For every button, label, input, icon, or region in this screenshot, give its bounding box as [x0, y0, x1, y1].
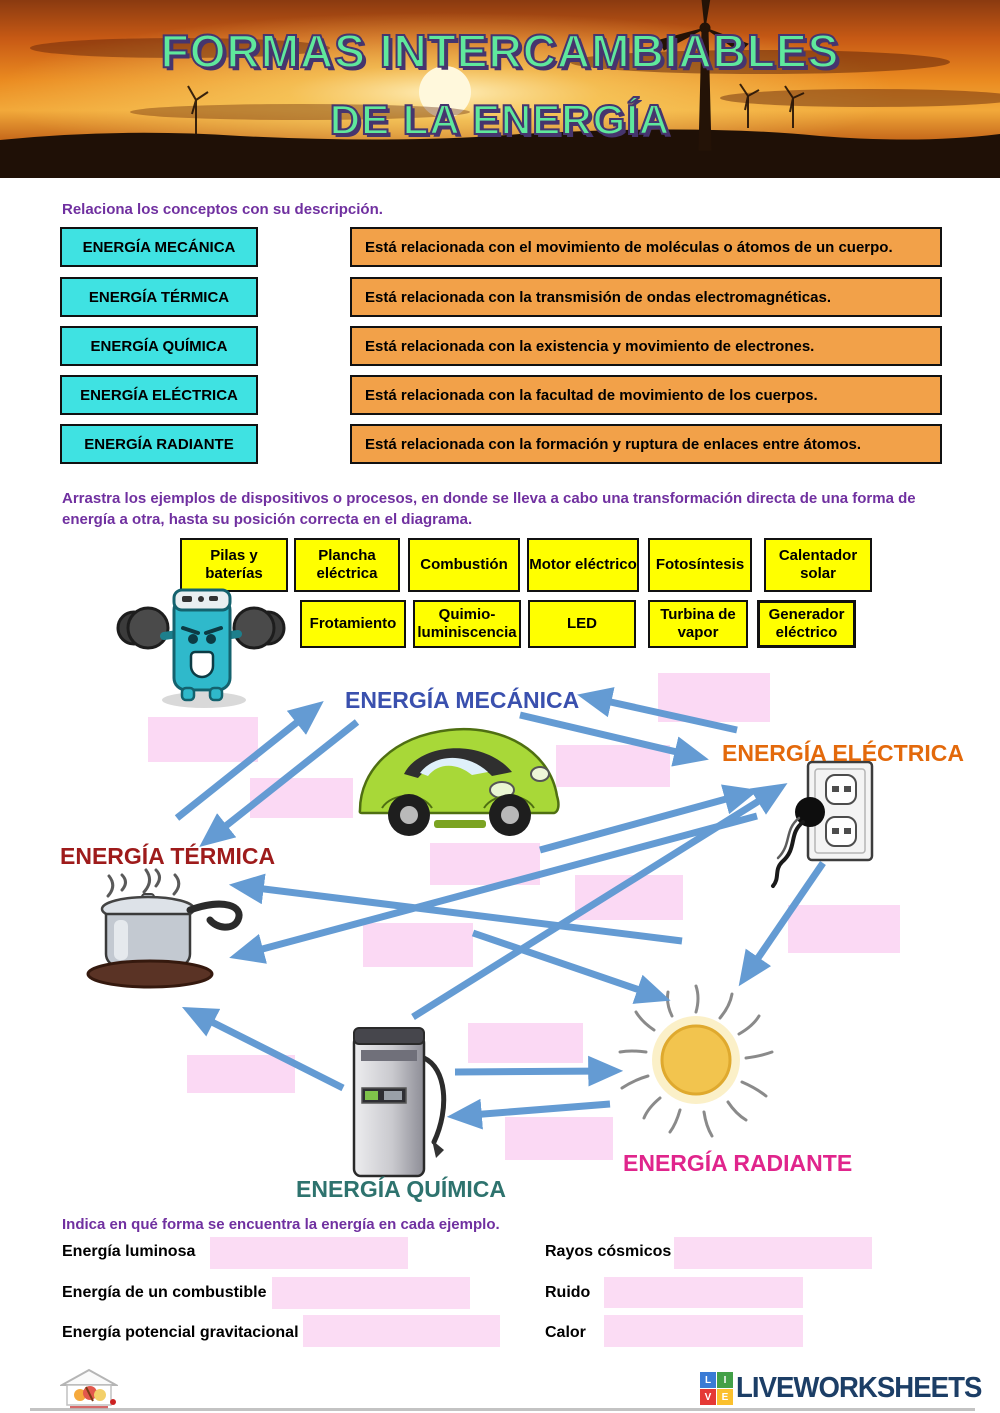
- fill-label-calor: Calor: [545, 1324, 586, 1341]
- steaming-pot-image: [86, 868, 243, 989]
- fill-label-energia-luminosa: Energía luminosa: [62, 1243, 196, 1260]
- fill-label-energia-potencial: Energía potencial gravitacional: [62, 1324, 299, 1341]
- chip-combustion[interactable]: Combustión: [408, 538, 520, 592]
- chip-frotamiento[interactable]: Frotamiento: [300, 600, 406, 648]
- drop-zone-5[interactable]: [556, 745, 670, 787]
- description-box-3[interactable]: Está relacionada con la existencia y mov…: [350, 326, 942, 366]
- concept-box-radiante[interactable]: ENERGÍA RADIANTE: [60, 424, 258, 464]
- chip-plancha-electrica[interactable]: Plancha eléctrica: [294, 538, 400, 592]
- chip-generador-electrico[interactable]: Generador eléctrico: [757, 600, 856, 648]
- chip-fotosintesis[interactable]: Fotosíntesis: [648, 538, 752, 592]
- description-box-2[interactable]: Está relacionada con la transmisión de o…: [350, 277, 942, 317]
- match-instruction: Relaciona los conceptos con su descripci…: [62, 201, 383, 218]
- drop-zone-1[interactable]: [148, 717, 258, 762]
- drop-zone-11[interactable]: [505, 1117, 613, 1160]
- gas-pump-image: [352, 1027, 447, 1178]
- description-box-1[interactable]: Está relacionada con el movimiento de mo…: [350, 227, 942, 267]
- drop-zone-10[interactable]: [468, 1023, 583, 1063]
- description-box-4[interactable]: Está relacionada con la facultad de movi…: [350, 375, 942, 415]
- drop-zone-6[interactable]: [575, 875, 683, 920]
- chip-calentador-solar[interactable]: Calentador solar: [764, 538, 872, 592]
- concept-box-quimica[interactable]: ENERGÍA QUÍMICA: [60, 326, 258, 366]
- page-title-line2: DE LA ENERGÍA: [329, 95, 671, 144]
- green-beetle-car-image: [358, 727, 560, 836]
- fill-label-ruido: Ruido: [545, 1284, 591, 1301]
- chip-pilas-baterias[interactable]: Pilas y baterías: [180, 538, 288, 592]
- chip-turbina-de-vapor[interactable]: Turbina de vapor: [648, 600, 748, 648]
- fill-input-rayos-cosmicos[interactable]: [674, 1237, 872, 1269]
- concept-box-termica[interactable]: ENERGÍA TÉRMICA: [60, 277, 258, 317]
- fill-instruction: Indica en qué forma se encuentra la ener…: [62, 1216, 500, 1233]
- drag-instruction: Arrastra los ejemplos de dispositivos o …: [62, 490, 916, 528]
- node-label-mecanica: ENERGÍA MECÁNICA: [345, 687, 580, 713]
- fill-input-ruido[interactable]: [604, 1277, 803, 1308]
- fill-input-energia-combustible[interactable]: [272, 1277, 470, 1309]
- sun-image: [618, 984, 774, 1138]
- chip-quimioluminiscencia[interactable]: Quimio-luminiscencia: [413, 600, 521, 648]
- description-box-5[interactable]: Está relacionada con la formación y rupt…: [350, 424, 942, 464]
- fill-label-energia-combustible: Energía de un combustible: [62, 1284, 267, 1301]
- page-bottom-divider: [30, 1408, 975, 1411]
- concept-box-electrica[interactable]: ENERGÍA ELÉCTRICA: [60, 375, 258, 415]
- wall-outlet-with-plug-image: [771, 760, 874, 888]
- page-title-line1: FORMAS INTERCAMBIABLES: [160, 24, 840, 78]
- fill-label-rayos-cosmicos: Rayos cósmicos: [545, 1243, 672, 1260]
- drop-zone-4[interactable]: [658, 673, 770, 722]
- drop-zone-7[interactable]: [788, 905, 900, 953]
- liveworksheets-blocks-icon: L I V E: [700, 1372, 733, 1405]
- fill-input-energia-potencial[interactable]: [303, 1315, 500, 1347]
- concept-box-mecanica[interactable]: ENERGÍA MECÁNICA: [60, 227, 258, 267]
- node-label-electrica: ENERGÍA ELÉCTRICA: [722, 740, 964, 766]
- battery-weightlifter-image: [116, 588, 286, 708]
- fill-input-energia-luminosa[interactable]: [210, 1237, 408, 1269]
- school-logo-icon: [60, 1368, 118, 1409]
- drop-zone-9[interactable]: [187, 1055, 295, 1093]
- node-label-termica: ENERGÍA TÉRMICA: [60, 843, 276, 869]
- node-label-radiante: ENERGÍA RADIANTE: [623, 1150, 853, 1176]
- drop-zone-8[interactable]: [363, 923, 473, 967]
- node-label-quimica: ENERGÍA QUÍMICA: [296, 1176, 506, 1202]
- chip-motor-electrico[interactable]: Motor eléctrico: [527, 538, 639, 592]
- header-sunset-photo: [0, 0, 1000, 178]
- liveworksheets-wordmark: LIVEWORKSHEETS: [736, 1372, 982, 1404]
- drop-zone-3[interactable]: [430, 843, 540, 885]
- fill-input-calor[interactable]: [604, 1315, 803, 1347]
- drop-zone-2[interactable]: [250, 778, 353, 818]
- wind-turbine-icon: [659, 0, 749, 151]
- chip-led[interactable]: LED: [528, 600, 636, 648]
